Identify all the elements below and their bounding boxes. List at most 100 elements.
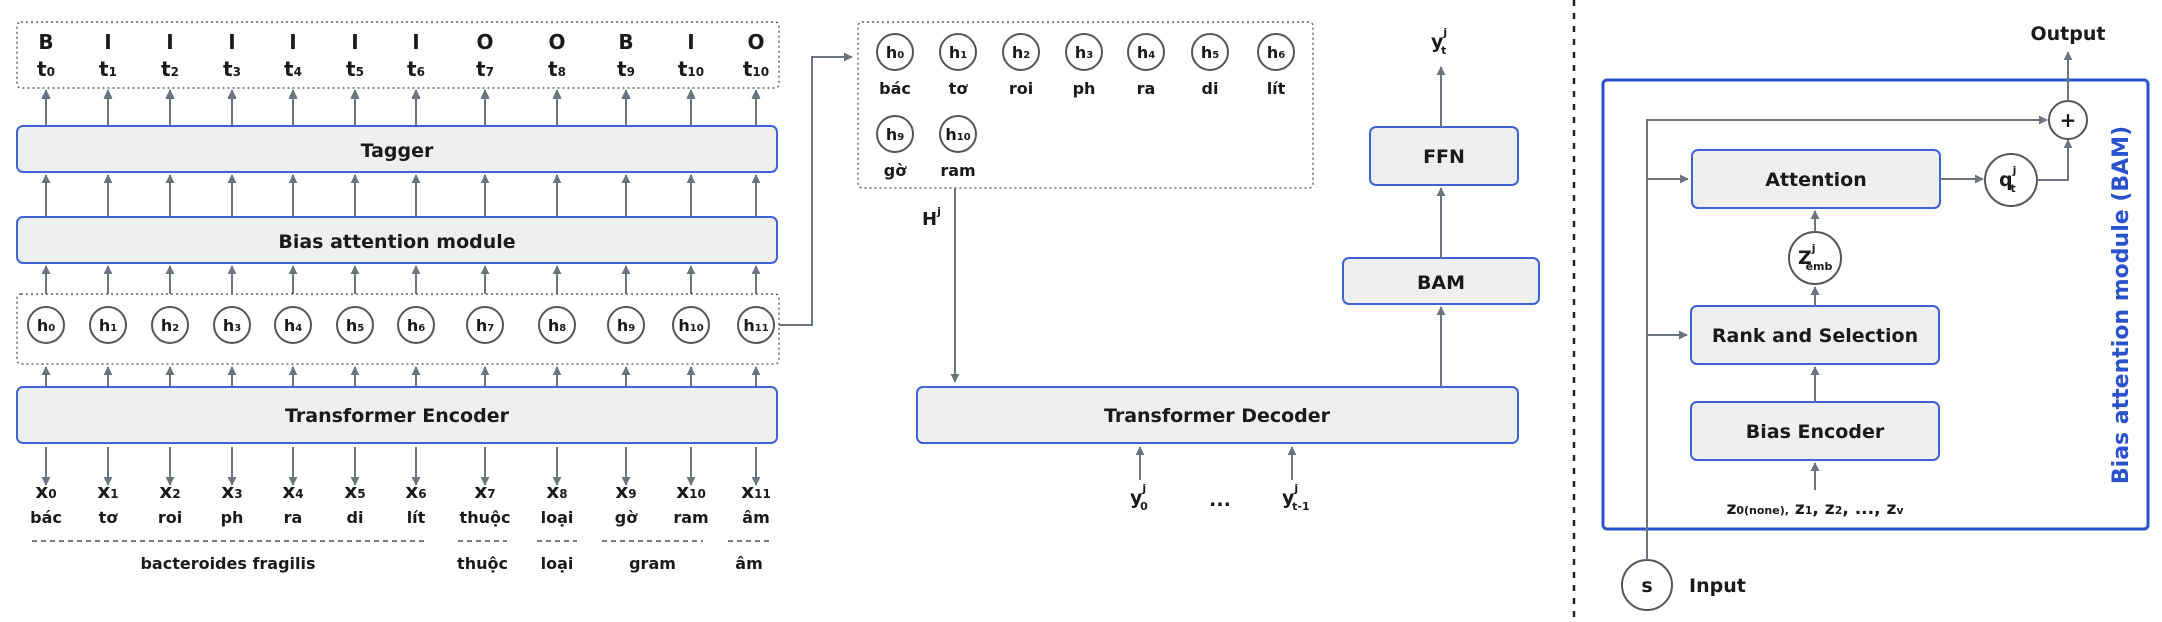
transformer-encoder-label: Transformer Encoder — [285, 405, 510, 427]
bias-list-word: ra — [1137, 79, 1156, 98]
input-token-label: x10 — [676, 479, 706, 503]
hidden-state-node — [397, 306, 435, 344]
hidden-state-group — [16, 293, 780, 365]
bias-list-word: tơ — [949, 79, 969, 98]
hidden-state-label: h1 — [99, 316, 117, 335]
bias-encoder-label: Bias Encoder — [1746, 421, 1885, 443]
tag-label: I — [351, 30, 358, 54]
bias-list-node-label: h10 — [945, 125, 970, 144]
input-word: di — [347, 508, 364, 527]
hidden-state-label: h11 — [743, 316, 768, 335]
decoder-dots: ... — [1209, 489, 1231, 511]
bias-list-items: h0bách1tơh2roih3phh4rah5dih6líth9gờh10ra… — [876, 33, 1295, 180]
bias-attention-box — [16, 216, 778, 264]
bias-list-node — [939, 115, 977, 153]
t-label: t3 — [223, 57, 241, 81]
t-label: t6 — [407, 57, 425, 81]
tagger-box — [16, 125, 778, 173]
bias-list-node — [1127, 33, 1165, 71]
hidden-state-node — [274, 306, 312, 344]
tag-label: I — [104, 30, 111, 54]
t-label: t0 — [37, 57, 55, 81]
tag-label: O — [476, 30, 493, 54]
tag-label: B — [38, 30, 53, 54]
input-token-label: x8 — [546, 479, 567, 503]
bias-list-word: ph — [1073, 79, 1096, 98]
t-label: t5 — [346, 57, 364, 81]
input-word: thuộc — [460, 508, 511, 527]
hidden-state-node — [538, 306, 576, 344]
tagger-label: Tagger — [361, 140, 434, 162]
word-group-label: âm — [735, 554, 762, 573]
tag-label: O — [548, 30, 565, 54]
q-to-plus-arrow — [2037, 139, 2073, 181]
tag-label: I — [687, 30, 694, 54]
hidden-state-label: h5 — [346, 316, 364, 335]
tag-label: O — [747, 30, 764, 54]
input-s-label: s — [1641, 575, 1652, 597]
H-label: Hj — [922, 205, 941, 230]
input-word: âm — [742, 508, 769, 527]
bias-list-word: gờ — [884, 161, 907, 180]
t-label: t10 — [743, 57, 769, 81]
tag-label: I — [166, 30, 173, 54]
bias-list-word: bác — [879, 79, 911, 98]
ffn-box — [1369, 126, 1519, 186]
hidden-state-node — [89, 306, 127, 344]
bias-list-node — [876, 33, 914, 71]
bias-list-node — [1191, 33, 1229, 71]
input-token-label: x6 — [405, 479, 426, 503]
input-token-label: x11 — [741, 479, 771, 503]
bias-list-node-label: h0 — [886, 43, 904, 62]
z-list-label: z0(none), z1, z2, ..., zv — [1726, 499, 1904, 519]
tag-output-group — [16, 21, 780, 89]
z-emb-node — [1788, 231, 1842, 285]
input-trunk — [1646, 115, 2048, 560]
input-token-label: x5 — [344, 479, 365, 503]
bias-attention-label: Bias attention module — [278, 231, 515, 253]
bias-list-word: di — [1202, 79, 1219, 98]
bias-list-word: lít — [1267, 79, 1286, 98]
input-word: roi — [158, 508, 182, 527]
transformer-decoder-box — [916, 386, 1519, 444]
hidden-state-label: h4 — [284, 316, 302, 335]
input-token-label: x0 — [35, 479, 56, 503]
hidden-state-node — [27, 306, 65, 344]
bias-list-group — [857, 21, 1314, 189]
bias-list-node-label: h6 — [1267, 43, 1285, 62]
input-word: tơ — [99, 508, 119, 527]
t-label: t2 — [161, 57, 179, 81]
input-word: ra — [284, 508, 303, 527]
hidden-state-label: h3 — [223, 316, 241, 335]
bias-list-node — [1002, 33, 1040, 71]
input-word: bác — [30, 508, 62, 527]
input-word: gờ — [615, 508, 638, 527]
transformer-decoder-label: Transformer Decoder — [1104, 405, 1331, 427]
bias-list-node-label: h2 — [1012, 43, 1030, 62]
input-word: lít — [407, 508, 426, 527]
bias-list-node — [1257, 33, 1295, 71]
tag-label: I — [412, 30, 419, 54]
t-label: t8 — [548, 57, 566, 81]
hidden-state-label: h0 — [37, 316, 55, 335]
input-token-label: x2 — [159, 479, 180, 503]
plus-label: + — [2060, 108, 2077, 132]
hidden-state-node — [737, 306, 775, 344]
input-token-label: x4 — [282, 479, 303, 503]
bias-list-node-label: h5 — [1201, 43, 1219, 62]
word-group-label: thuộc — [457, 554, 508, 573]
t-label: t10 — [678, 57, 704, 81]
word-group-label: loại — [541, 554, 574, 573]
word-group-label: bacteroides fragilis — [140, 554, 315, 573]
ffn-label: FFN — [1423, 146, 1465, 168]
bam-side-label: Bias attention module (BAM) — [2109, 126, 2134, 484]
